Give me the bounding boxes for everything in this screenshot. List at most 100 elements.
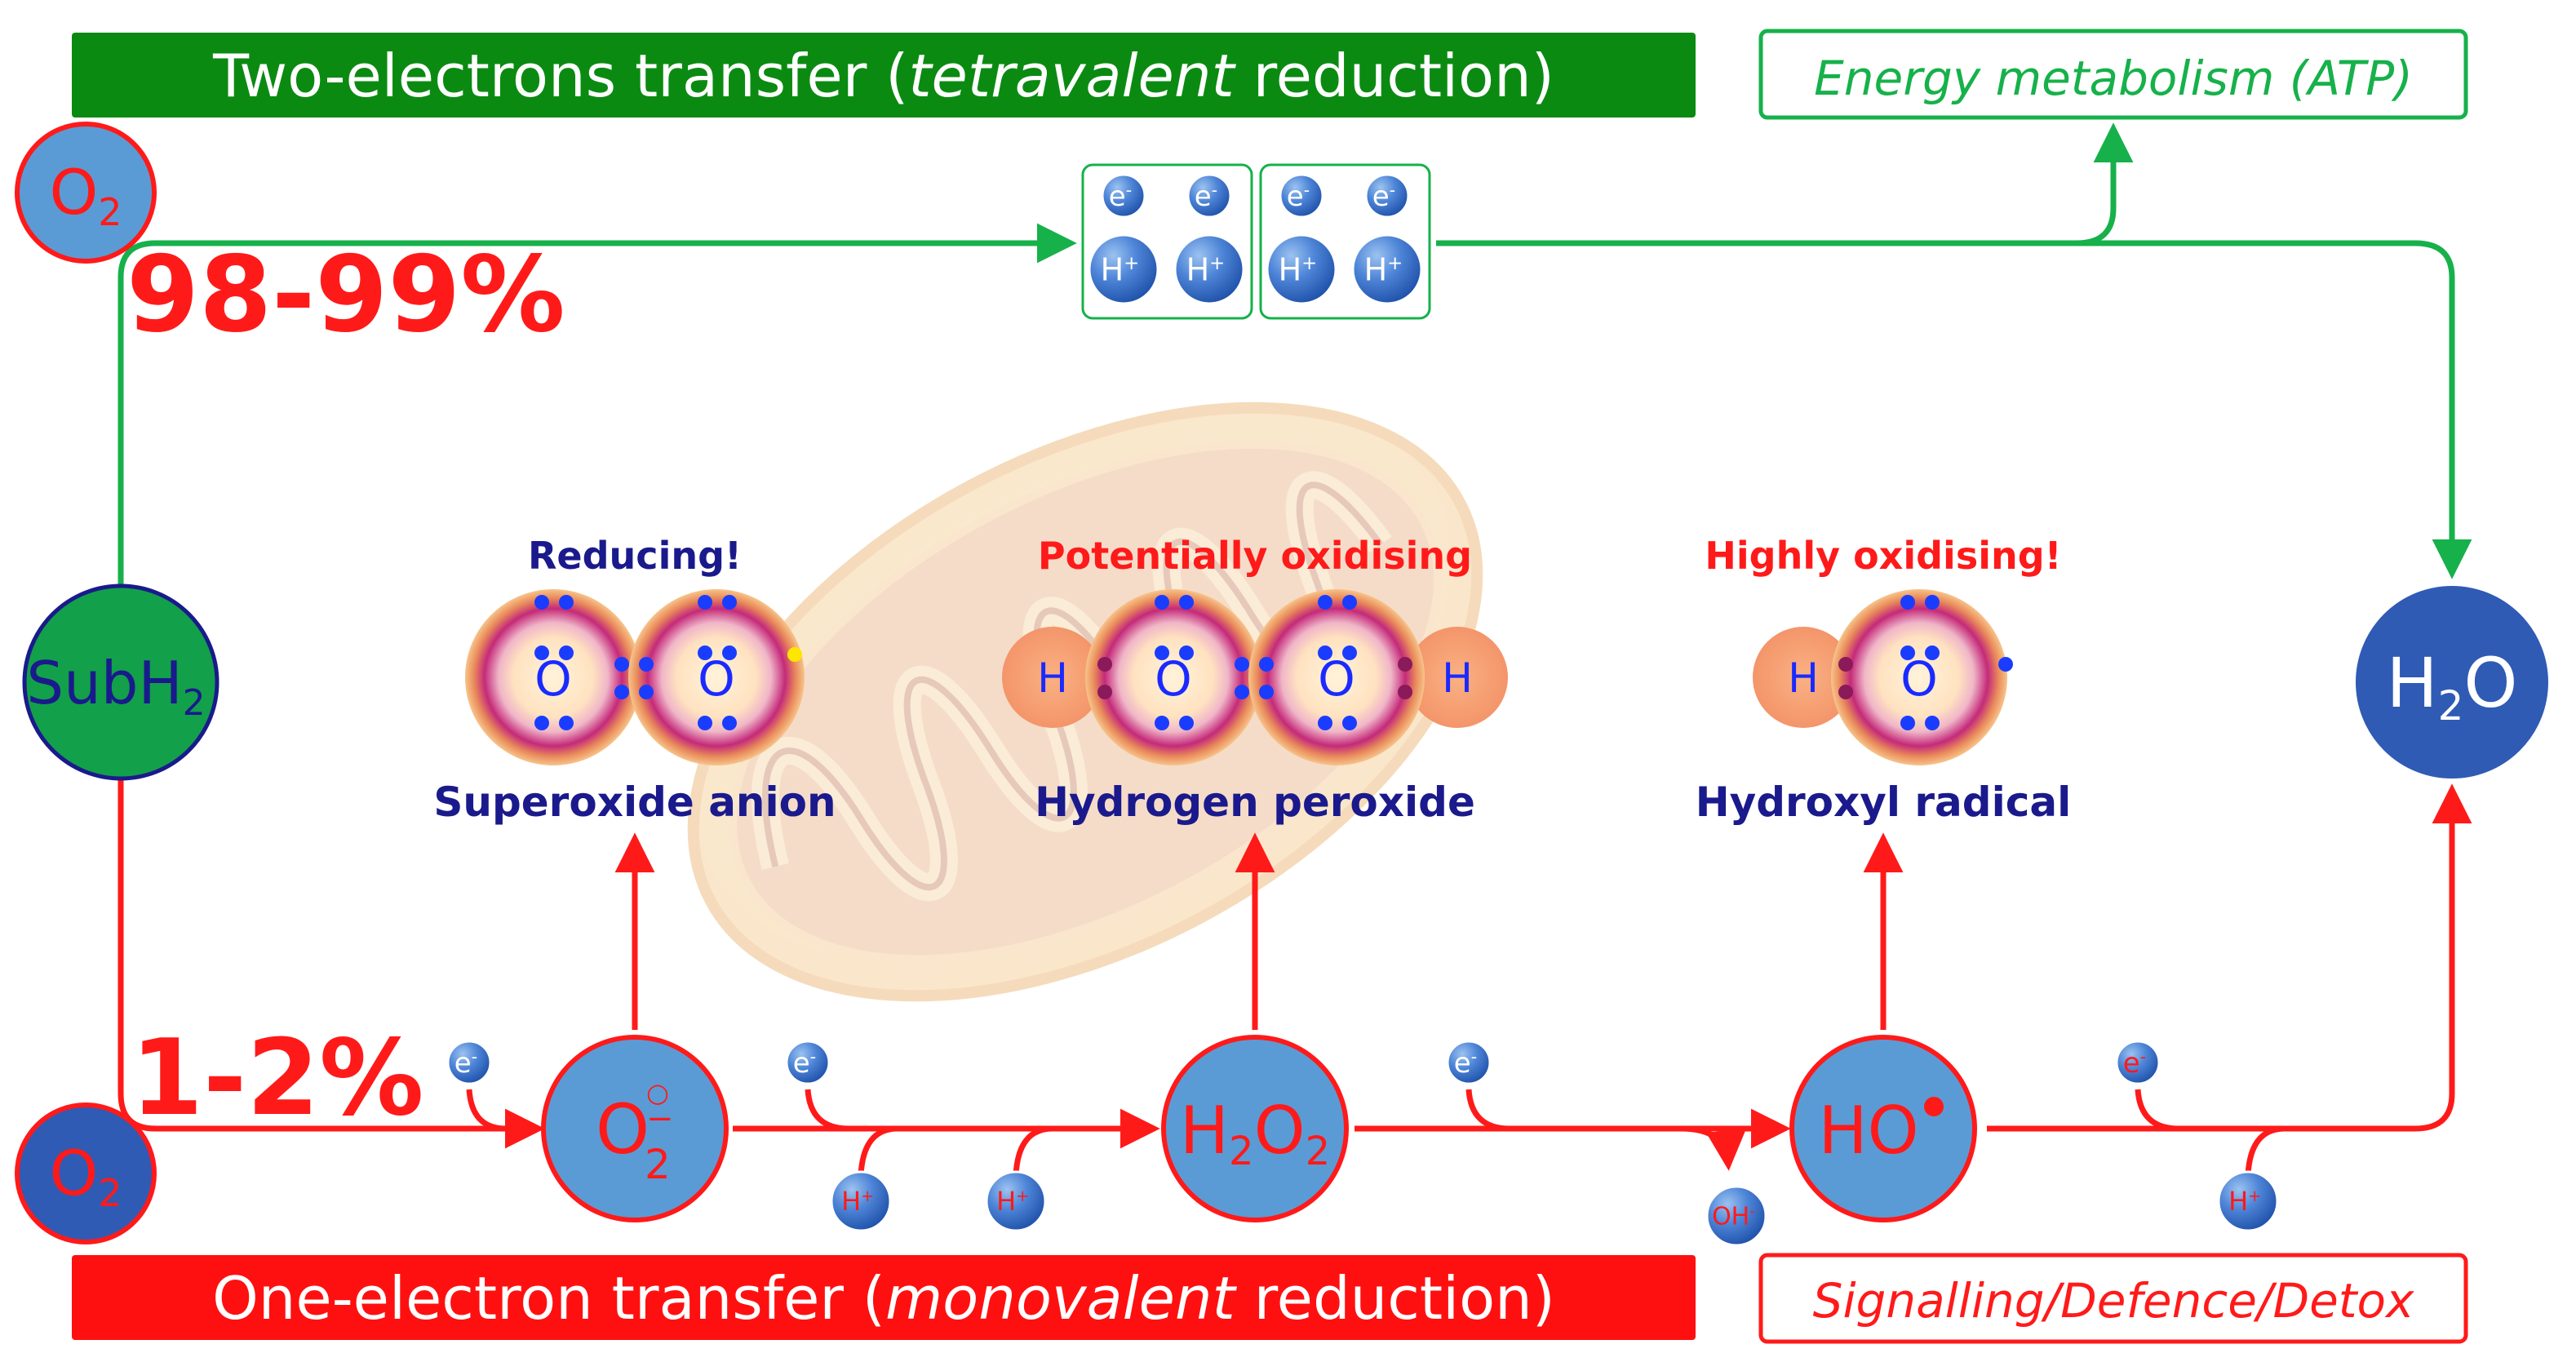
o2-bottom-sub: 2 [98,1171,122,1215]
svg-text:e-: e- [793,1047,816,1080]
o2-top-base: O [49,156,98,228]
red-path-particles: e-e-e-e-H+H+H+OH- [446,1040,2279,1247]
energy-metabolism-label: Energy metabolism (ATP) [1814,51,2413,106]
svg-text:e-: e- [454,1047,477,1080]
svg-text:e-: e- [1372,180,1395,213]
superoxide-name: Superoxide anion [433,779,836,826]
superoxide-electron-10 [722,716,737,730]
h2o2-electron-18 [1097,685,1112,699]
hydroxyl-electron-8 [1838,685,1853,699]
h2o2-electron-7 [1318,595,1332,610]
superoxide-electron-4 [559,716,574,730]
one-electron-banner: One-electron transfer (monovalent reduct… [72,1255,1696,1340]
svg-text:SubH2: SubH2 [26,649,205,724]
superoxide-charge: − [646,1100,674,1138]
h2o2-name: Hydrogen peroxide [1035,779,1475,826]
h2o2-electron-16 [1259,685,1274,699]
hydroxyl-electron-6 [1925,646,1940,660]
superoxide-electron-9 [698,716,712,730]
h2o2-electron-10 [1342,716,1357,730]
svg-text:Two-electrons transfer (tetrav: Two-electrons transfer (tetravalent redu… [212,42,1554,110]
h2o2-electron-8 [1342,595,1357,610]
h2o2-electron-15 [1259,657,1274,672]
h2o2-sub1: 2 [1229,1129,1254,1174]
svg-text:O: O [1318,651,1355,707]
superoxide-node: O 2 − ○ [541,1035,729,1222]
subh2-node: SubH2 [22,583,219,781]
o2-bottom-base: O [49,1137,98,1209]
hydroxyl-electron-2 [1925,595,1940,610]
major-percentage: 98-99% [126,234,565,356]
h2o2-note: Potentially oxidising [1038,534,1472,578]
hydroxyl-radical-dot [1924,1097,1944,1116]
h2o2-electron-17 [1097,657,1112,672]
hydroxyl-name: Hydroxyl radical [1696,779,2071,826]
two-electron-banner-suffix: reduction) [1235,42,1554,110]
superoxide-electron-13 [614,657,629,672]
h2o-node: H2O [2352,583,2552,782]
h2o2-electron-2 [1179,595,1194,610]
svg-text:H2O: H2O [2386,643,2517,730]
superoxide-electron-6 [559,646,574,660]
o2-top-sub: 2 [98,190,122,234]
svg-text:O: O [698,651,735,707]
svg-text:O: O [1155,651,1192,707]
h2o2-electron-14 [1235,685,1249,699]
superoxide-sub: 2 [645,1141,671,1188]
red-path-electron-4: e- [2115,1040,2161,1085]
h2o2-electron-5 [1155,646,1169,660]
h2o-h: H [2386,643,2437,723]
h2o-sub: 2 [2438,682,2464,730]
green-proton-2: H+ [1173,233,1245,305]
svg-text:H: H [1037,654,1068,702]
green-proton-3: H+ [1266,233,1337,305]
h2o-o: O [2463,643,2517,723]
svg-text:O: O [1900,651,1938,707]
superoxide-electron-15 [639,657,654,672]
superoxide-electron-16 [639,685,654,699]
superoxide-electron-11 [698,646,712,660]
red-pathway [117,775,2472,1176]
h2o2-oxygen-right: O [1248,589,1425,765]
svg-text:H+: H+ [2228,1186,2261,1217]
h2o2-hydrogen-left: H [1002,627,1103,728]
green-electron-4: e- [1364,173,1410,219]
svg-text:e-: e- [1454,1047,1477,1080]
svg-text:H+: H+ [1279,251,1318,287]
green-electron-3: e- [1279,173,1324,219]
svg-text:O: O [534,651,572,707]
superoxide-base: O [596,1089,650,1169]
superoxide-electron-3 [534,716,549,730]
h2o2-electron-4 [1179,716,1194,730]
superoxide-electron-14 [614,685,629,699]
svg-text:O2: O2 [49,156,122,234]
one-electron-banner-suffix: reduction) [1235,1264,1555,1333]
superoxide-electron-12 [722,646,737,660]
superoxide-electron-2 [559,595,574,610]
o2-bottom-node: O2 [15,1102,157,1244]
h2o2-node: H2O2 [1161,1035,1349,1222]
green-pathway [117,122,2472,592]
red-path-proton-2: H+ [985,1170,1047,1232]
green-proton-1: H+ [1088,233,1159,305]
superoxide-electron-1 [534,595,549,610]
svg-text:H+: H+ [996,1186,1029,1217]
hydroxyl-electron-1 [1900,595,1915,610]
two-electron-banner: Two-electrons transfer (tetravalent redu… [72,33,1696,118]
green-proton-4: H+ [1351,233,1423,305]
hydroxyl-hydrogen: H [1753,627,1854,728]
hydroxyl-electron-3 [1900,716,1915,730]
h2o2-electron-11 [1318,646,1332,660]
h2o2-electron-13 [1235,657,1249,672]
h2o2-electron-12 [1342,646,1357,660]
h2o2-electron-1 [1155,595,1169,610]
superoxide-radical: ○ [646,1077,669,1108]
svg-text:H+: H+ [1101,251,1140,287]
h2o2-electron-6 [1179,646,1194,660]
h2o2-o: O [1254,1093,1306,1169]
h2o2-oxygen-left: O [1085,589,1261,765]
